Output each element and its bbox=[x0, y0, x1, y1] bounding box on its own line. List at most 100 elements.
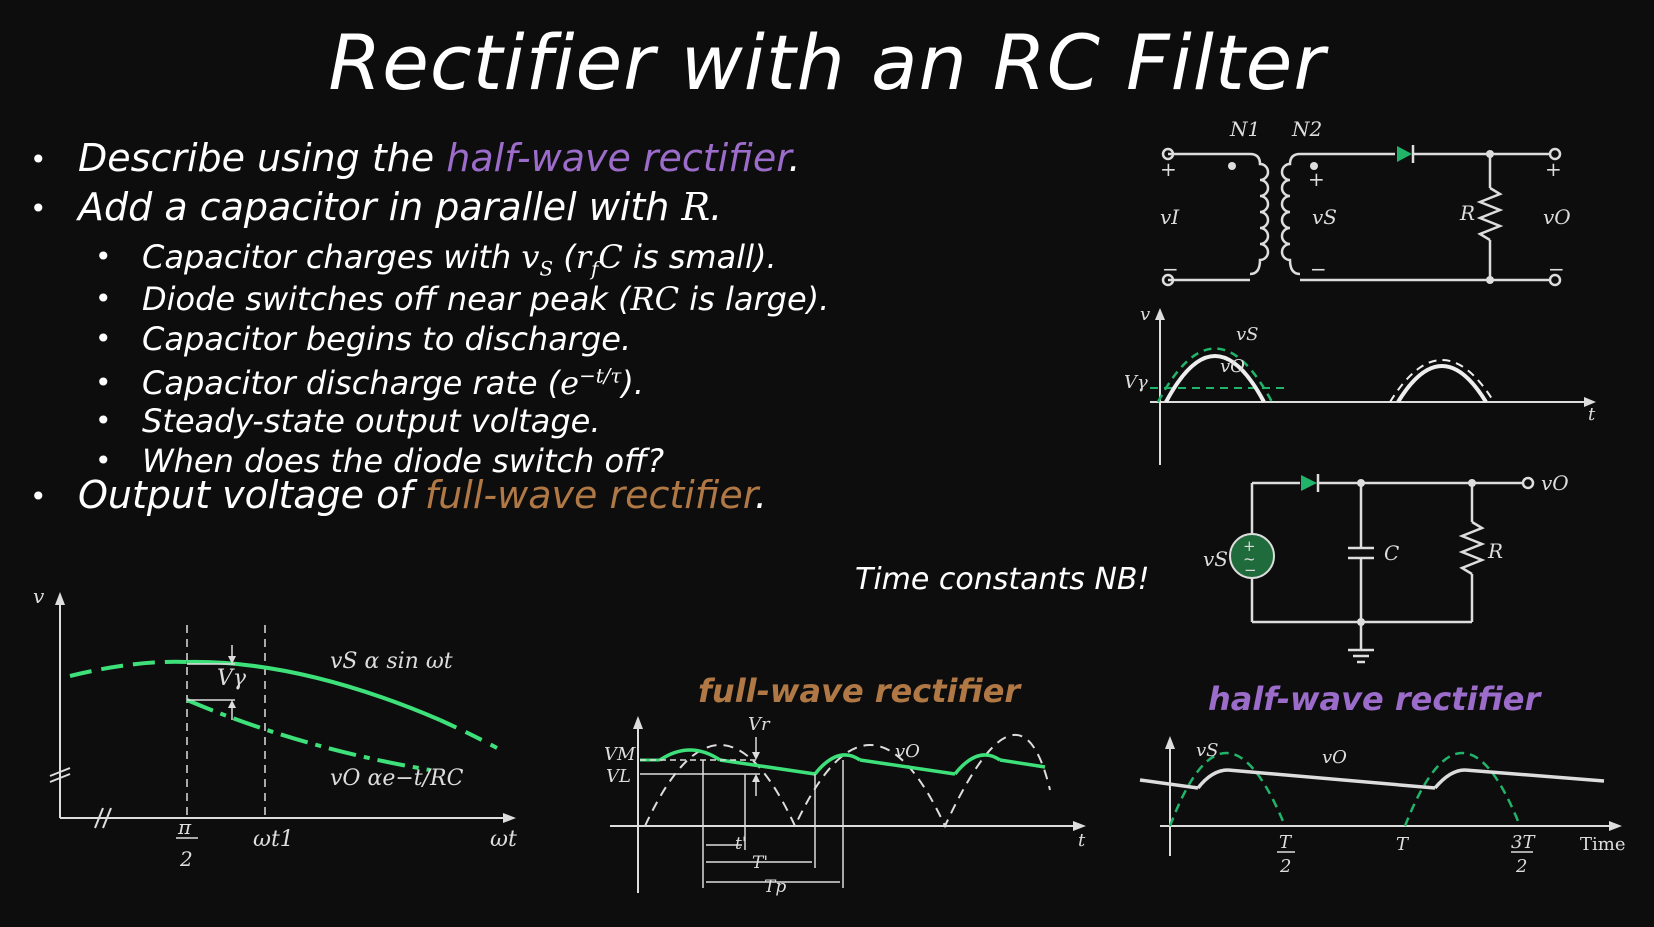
Tp-label: Tp bbox=[764, 877, 786, 897]
arrow-icon bbox=[1155, 308, 1165, 320]
vl-label: VL bbox=[606, 766, 631, 787]
arrow-icon bbox=[503, 813, 516, 823]
vo-label: vO bbox=[1543, 205, 1571, 229]
bullet-3-end: . bbox=[754, 473, 767, 517]
primary-coil bbox=[1249, 152, 1270, 276]
bullet-1-highlight: half-wave rectifier bbox=[446, 136, 789, 180]
c-label: C bbox=[1384, 541, 1399, 565]
sub-1-var2: r bbox=[575, 238, 591, 276]
vo-discharge bbox=[859, 758, 956, 776]
junction bbox=[1357, 618, 1365, 626]
vs-wave bbox=[1168, 751, 1287, 827]
axis-break bbox=[94, 807, 104, 829]
two-label: 2 bbox=[1279, 856, 1291, 877]
t-label: t bbox=[1588, 404, 1596, 425]
minus-sign: − bbox=[1162, 257, 1179, 281]
minus-sign: − bbox=[1310, 257, 1327, 281]
sub-2-end: is large). bbox=[679, 280, 830, 318]
vo-charge bbox=[659, 748, 721, 762]
arrow-icon bbox=[1584, 397, 1596, 407]
sub-1-var3: C bbox=[598, 238, 623, 276]
arrow-icon bbox=[55, 592, 65, 605]
plus-sign: + bbox=[1160, 157, 1177, 181]
two-label: 2 bbox=[179, 847, 193, 871]
sub-1-mid: ( bbox=[553, 238, 576, 276]
vs-wave-2 bbox=[1403, 751, 1522, 827]
small-wave-plot: v vS vO Vγ t bbox=[1124, 304, 1596, 465]
vo-charge bbox=[813, 753, 861, 776]
vm-label: VM bbox=[604, 744, 636, 765]
bullet-2-var: R bbox=[681, 185, 711, 229]
vgamma-label: Vγ bbox=[1124, 372, 1148, 393]
resistor-r bbox=[1458, 520, 1486, 576]
arrow-icon bbox=[1165, 736, 1175, 749]
vo-wave bbox=[1164, 354, 1266, 403]
bullet-2-end: . bbox=[710, 185, 723, 229]
half-wave-plot: vS vO T 2 T 3T 2 Time bbox=[1139, 736, 1625, 877]
junction bbox=[1486, 276, 1494, 284]
vs-label: vS bbox=[1203, 547, 1228, 571]
sub-bullet-5: Steady-state output voltage. bbox=[142, 402, 601, 440]
vo-label: vO bbox=[1220, 356, 1245, 377]
bullet-1-end: . bbox=[788, 136, 801, 180]
sub-4-end: ). bbox=[621, 364, 644, 402]
vo-curve bbox=[186, 698, 431, 772]
ac-source-icon bbox=[1229, 533, 1275, 579]
arrow-icon bbox=[1609, 821, 1622, 831]
wt1-label: ωt1 bbox=[253, 827, 294, 852]
plus-sign: + bbox=[1545, 157, 1562, 181]
half-wave-label: half-wave rectifier bbox=[1208, 680, 1541, 718]
rc-circuit bbox=[1250, 476, 1535, 664]
vo-equation: vO αe−t/RC bbox=[330, 766, 464, 791]
junction bbox=[1468, 479, 1476, 487]
vo-label: vO bbox=[895, 741, 920, 762]
bullet-3-text: Output voltage of bbox=[78, 473, 425, 517]
terminal bbox=[1161, 273, 1175, 287]
sub-4-var: e bbox=[560, 364, 580, 402]
arrow-icon bbox=[752, 752, 760, 760]
vo-charge bbox=[1196, 768, 1229, 790]
vi-label: vI bbox=[1160, 205, 1180, 229]
sub-1-end: is small). bbox=[622, 238, 777, 276]
vo-label: vO bbox=[1322, 747, 1347, 768]
arrow-icon bbox=[633, 716, 643, 729]
source-tilde: ~ bbox=[1243, 550, 1256, 568]
sub-bullet-2: Diode switches off near peak (RC is larg… bbox=[142, 280, 829, 318]
sub-1-text: Capacitor charges with bbox=[142, 238, 522, 276]
v-label: v bbox=[1140, 304, 1150, 325]
bullet-dot: • bbox=[30, 480, 47, 513]
vo-charge bbox=[1433, 768, 1466, 790]
dot-marker bbox=[1228, 162, 1236, 170]
sub-1-sub: S bbox=[539, 257, 554, 281]
resistor-r bbox=[1476, 186, 1504, 242]
arrow-icon bbox=[752, 774, 760, 782]
diode-icon bbox=[1301, 475, 1317, 491]
r-label: R bbox=[1487, 539, 1503, 563]
vgamma-label: Vγ bbox=[217, 666, 247, 691]
vs-label: vS bbox=[1196, 740, 1219, 761]
tprime-label: t' bbox=[735, 834, 747, 854]
terminal bbox=[1548, 147, 1562, 161]
T-label: T bbox=[1396, 834, 1410, 855]
vs-wave-2 bbox=[1389, 359, 1495, 403]
pi-label: π bbox=[177, 815, 192, 839]
arrow-icon bbox=[228, 656, 236, 664]
bullet-1-text: Describe using the bbox=[78, 136, 447, 180]
t-label: T bbox=[1279, 832, 1293, 853]
bullet-1: Describe using the half-wave rectifier. bbox=[78, 136, 800, 180]
time-label: Time bbox=[1580, 834, 1625, 855]
vo-wave-2 bbox=[1396, 364, 1488, 404]
sub-dot: • bbox=[95, 444, 112, 477]
sub-dot: • bbox=[95, 240, 112, 273]
vr-label: Vr bbox=[748, 714, 771, 735]
vs-dashed-end bbox=[439, 718, 498, 750]
n1-label: N1 bbox=[1229, 117, 1260, 141]
sub-dot: • bbox=[95, 322, 112, 355]
full-wave-plot: VM VL Vr vO t t' T' Tp bbox=[604, 714, 1086, 897]
3t-label: 3T bbox=[1511, 832, 1536, 853]
n2-label: N2 bbox=[1291, 117, 1322, 141]
sub-bullet-1: Capacitor charges with vS (rfC is small)… bbox=[142, 238, 777, 280]
two-label: 2 bbox=[1515, 856, 1527, 877]
v-label: v bbox=[33, 584, 45, 608]
